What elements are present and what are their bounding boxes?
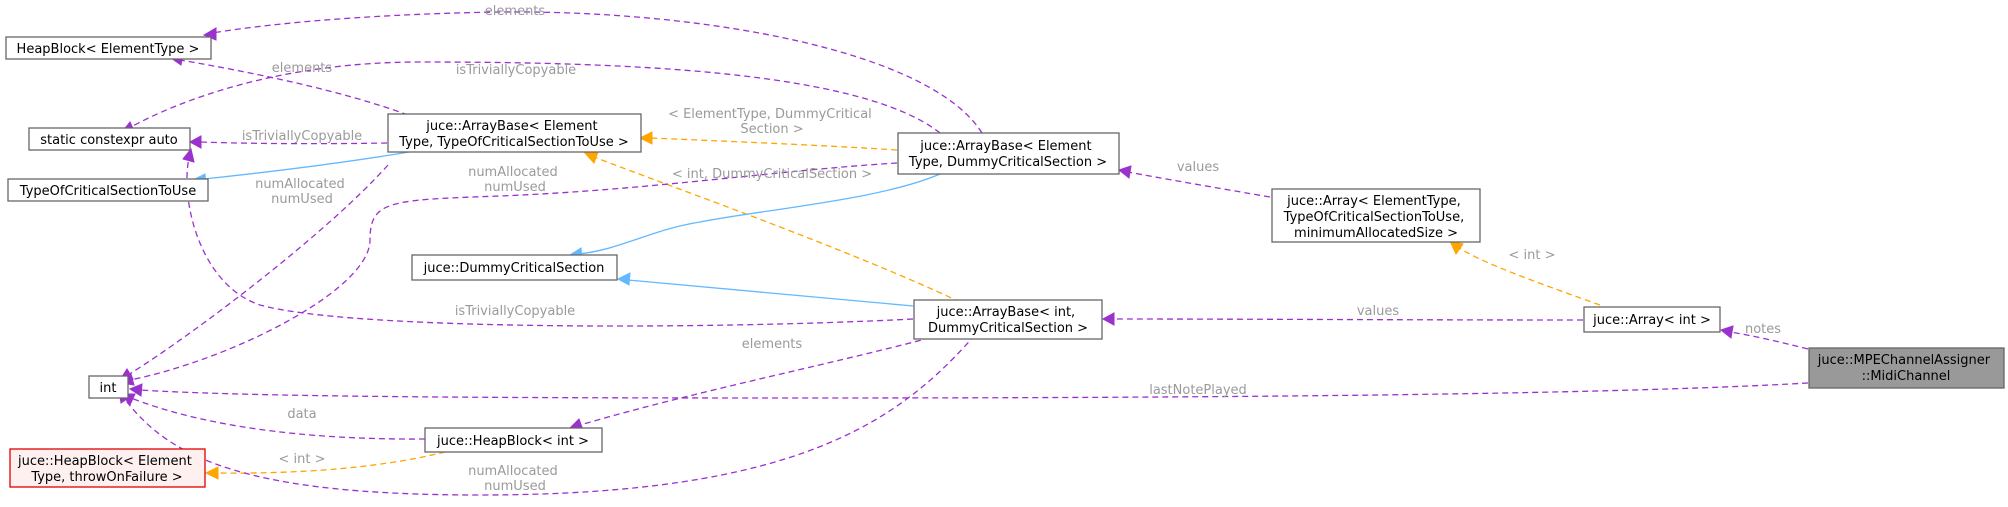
edge-label-values-top: values xyxy=(1177,160,1220,175)
edge-template-heapblock-int xyxy=(204,451,446,480)
svg-text:juce::ArrayBase< Element: juce::ArrayBase< Element Type, TypeOfCri… xyxy=(398,119,629,150)
node-dummycriticalsection[interactable]: juce::DummyCriticalSection xyxy=(411,254,618,281)
node-heapblock-elementtype[interactable]: HeapBlock< ElementType > xyxy=(5,36,212,60)
edge-notes xyxy=(1719,325,1809,350)
edge-istriviallycopyable-low xyxy=(182,147,914,327)
svg-text:HeapBlock< ElementType >: HeapBlock< ElementType > xyxy=(17,42,200,57)
edge-label-template-int-right: < int > xyxy=(1509,248,1556,263)
edge-label-istriviallycopyable-low: isTriviallyCopyable xyxy=(455,304,575,319)
svg-text:juce::MPEChannelAssigner: juce::MPEChannelAssigner ::MidiChannel xyxy=(1817,353,1994,384)
edge-label-elements-top: elements xyxy=(485,4,546,19)
edge-label-notes: notes xyxy=(1745,322,1781,337)
edge-template-elementtype-dummy xyxy=(638,131,898,151)
edge-label-template-elementtype-dummy: < ElementType, DummyCritical Section > xyxy=(668,107,876,137)
edge-label-elements-low: elements xyxy=(742,337,803,352)
edge-label-numallocated-bottom: numAllocated numUsed xyxy=(468,464,562,494)
node-array-generic[interactable]: juce::Array< ElementType, TypeOfCritical… xyxy=(1271,188,1481,243)
svg-text:juce::HeapBlock< Element: juce::HeapBlock< Element Type, throwOnFa… xyxy=(17,454,196,485)
edge-inherits-dummy-int xyxy=(616,272,914,307)
node-static-constexpr-auto[interactable]: static constexpr auto xyxy=(28,127,191,151)
node-arraybase-element-dummy[interactable]: juce::ArrayBase< Element Type, DummyCrit… xyxy=(897,132,1120,175)
node-array-int[interactable]: juce::Array< int > xyxy=(1583,306,1721,333)
edge-label-istriviallycopyable-mid: isTriviallyCopyable xyxy=(242,129,362,144)
edge-data xyxy=(121,393,426,440)
edge-label-istriviallycopyable-top: isTriviallyCopyable xyxy=(456,63,576,78)
edge-label-template-int-left: < int > xyxy=(279,452,326,467)
svg-text:TypeOfCriticalSectionToUse: TypeOfCriticalSectionToUse xyxy=(19,184,196,199)
svg-text:juce::HeapBlock< int >: juce::HeapBlock< int > xyxy=(436,434,589,449)
node-typeofcriticalsectiontouse[interactable]: TypeOfCriticalSectionToUse xyxy=(7,178,209,202)
svg-text:juce::ArrayBase< int,: juce::ArrayBase< int, DummyCriticalSecti… xyxy=(928,305,1088,336)
node-int[interactable]: int xyxy=(88,375,129,399)
edge-values-array-int xyxy=(1101,312,1584,326)
node-arraybase-int-dummy[interactable]: juce::ArrayBase< int, DummyCriticalSecti… xyxy=(913,299,1103,340)
node-heapblock-int[interactable]: juce::HeapBlock< int > xyxy=(424,427,603,453)
edge-label-numallocated-left: numAllocated numUsed xyxy=(255,177,349,207)
svg-text:juce::ArrayBase< Element: juce::ArrayBase< Element Type, DummyCrit… xyxy=(908,139,1107,170)
svg-text:int: int xyxy=(100,381,117,396)
svg-text:static constexpr auto: static constexpr auto xyxy=(40,133,178,148)
edge-label-elements-mid: elements xyxy=(272,61,333,76)
node-arraybase-generic[interactable]: juce::ArrayBase< Element Type, TypeOfCri… xyxy=(387,113,642,153)
edge-label-data: data xyxy=(287,407,316,422)
edge-istriviallycopyable-mid xyxy=(188,135,388,149)
edge-label-lastnoteplayed: lastNotePlayed xyxy=(1149,383,1247,398)
svg-text:juce::Array< ElementType,: juce::Array< ElementType, TypeOfCritical… xyxy=(1283,194,1469,241)
edge-lastnoteplayed xyxy=(128,382,1809,399)
edge-values-array-generic xyxy=(1117,165,1271,198)
edge-label-template-int-dummy: < int, DummyCriticalSection > xyxy=(672,167,872,182)
edge-label-values-mid: values xyxy=(1357,304,1400,319)
node-midichannel[interactable]: juce::MPEChannelAssigner ::MidiChannel xyxy=(1808,347,2005,389)
edge-label-numallocated-right: numAllocated numUsed xyxy=(468,165,562,195)
svg-text:juce::Array< int >: juce::Array< int > xyxy=(1592,313,1711,328)
svg-text:juce::DummyCriticalSection: juce::DummyCriticalSection xyxy=(423,261,605,276)
node-heapblock-throwonfailure[interactable]: juce::HeapBlock< Element Type, throwOnFa… xyxy=(9,448,206,488)
